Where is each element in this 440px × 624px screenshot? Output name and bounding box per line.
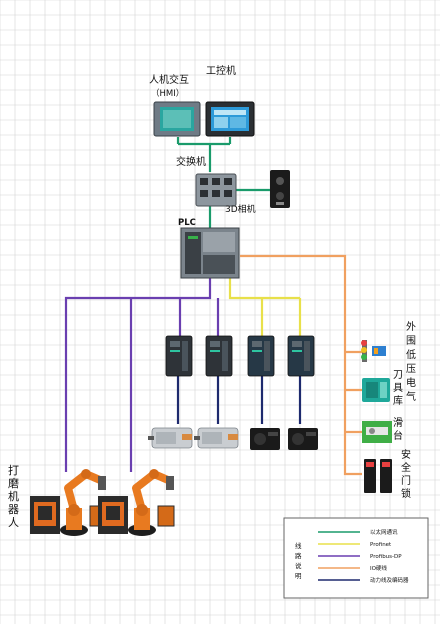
tool-magazine-device	[362, 378, 390, 402]
slide-table-label: 滑台	[393, 417, 403, 442]
legend-item-label: 动力线及编码器	[370, 576, 409, 584]
hmi-panel	[153, 101, 201, 137]
motor-2	[194, 427, 239, 449]
ipc-label: 工控机	[206, 64, 236, 77]
hmi-label-line1: 人机交互	[149, 73, 189, 86]
safety-door-label: 安全门锁	[401, 448, 411, 500]
plc-unit	[180, 227, 240, 279]
motor-3	[250, 428, 280, 450]
robot-label: 打磨机器人	[8, 463, 19, 529]
profinet-bus	[228, 278, 300, 300]
legend-title-text: 线路说明	[295, 541, 302, 580]
legend-box	[283, 517, 429, 599]
profibus-bus	[64, 278, 212, 472]
legend-item-label: 以太网通讯	[370, 528, 398, 536]
low-voltage-label: 外围低压电气	[406, 321, 416, 403]
tool-magazine-label: 刀具库	[393, 370, 403, 407]
plc-label: PLC	[178, 218, 196, 228]
legend-item-label: Profibus-DP	[370, 554, 402, 560]
industrial-pc	[205, 101, 255, 137]
drives	[165, 335, 315, 377]
motor-4	[288, 428, 318, 450]
slide-table-device	[362, 421, 392, 443]
io-main-line	[240, 254, 362, 476]
motors	[148, 427, 318, 450]
legend-title: 线路说明	[295, 541, 302, 580]
camera-label: 3D相机	[225, 203, 256, 215]
network-switch	[195, 173, 237, 207]
hmi-label-line2: （HMI）	[151, 88, 184, 99]
3d-camera	[270, 170, 290, 208]
io-lines	[240, 254, 362, 476]
drive-2	[205, 335, 233, 377]
switch-label: 交换机	[176, 155, 206, 168]
motor-1	[148, 427, 193, 449]
legend-item-label: Profinet	[370, 542, 392, 548]
safety-door-lock-device	[364, 459, 392, 493]
grinding-robot-1	[30, 469, 107, 536]
profinet-lines	[228, 278, 302, 336]
drive-4	[287, 335, 315, 377]
legend-item-label: IO硬线	[370, 564, 387, 572]
robots	[30, 469, 175, 536]
ethernet-lines	[176, 137, 270, 228]
signal-light-device	[361, 340, 386, 362]
drive-3	[247, 335, 275, 377]
power-lines	[176, 376, 302, 424]
grinding-robot-2	[98, 469, 175, 536]
profibus-lines	[64, 278, 220, 472]
drive-1	[165, 335, 193, 377]
